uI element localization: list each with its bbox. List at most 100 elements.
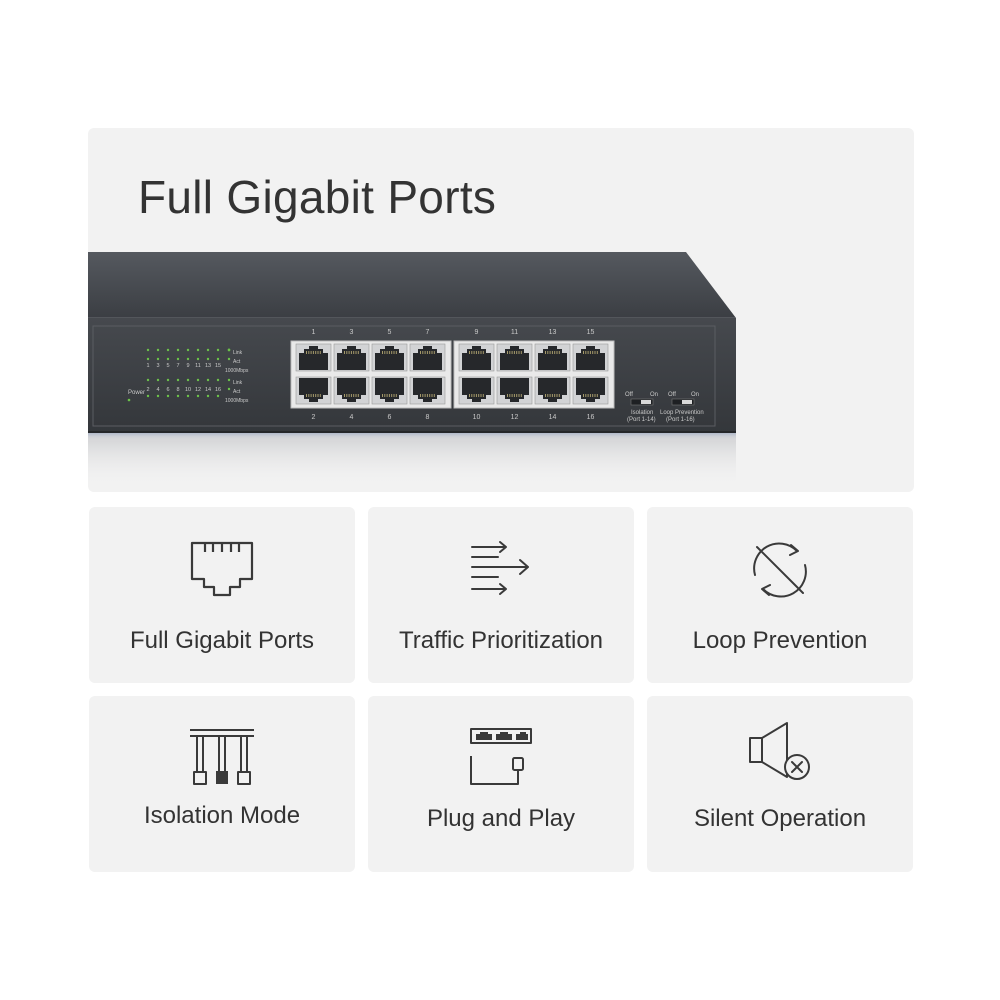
status-led [166, 394, 170, 398]
switch-top [88, 252, 736, 318]
status-led [196, 357, 200, 361]
port-number-label: 16 [587, 414, 595, 421]
led-number-label: 1 [146, 363, 149, 369]
status-led [146, 357, 150, 361]
ethernet-port [534, 343, 571, 372]
status-led [176, 394, 180, 398]
led-number-label: 9 [186, 363, 189, 369]
status-led [196, 378, 200, 382]
legend-led [227, 348, 231, 352]
svg-text:Isolation: Isolation [631, 410, 653, 416]
power-led [127, 398, 131, 402]
feature-label: Plug and Play [426, 805, 576, 832]
traffic-arrows-icon [471, 541, 529, 595]
led-number-label: 8 [176, 387, 179, 393]
port-number-label: 9 [475, 329, 479, 336]
port-number-label: 2 [312, 414, 316, 421]
status-led [216, 394, 220, 398]
status-led [196, 348, 200, 352]
port-number-label: 6 [388, 414, 392, 421]
status-led [186, 378, 190, 382]
led-number-label: 2 [146, 387, 149, 393]
status-led [216, 348, 220, 352]
feature-label: Full Gigabit Ports [129, 627, 315, 654]
led-number-label: 12 [195, 387, 201, 393]
ethernet-port [572, 376, 609, 405]
led-number-label: 13 [205, 363, 211, 369]
port-number-label: 3 [350, 329, 354, 336]
port-number-label: 12 [511, 414, 519, 421]
status-led [216, 378, 220, 382]
switch-front-panel [92, 325, 716, 427]
status-led [166, 357, 170, 361]
svg-text:Off: Off [625, 392, 633, 398]
status-led [186, 357, 190, 361]
led-number-label: 10 [185, 387, 191, 393]
speed-label-bottom: 1000Mbps [225, 398, 249, 404]
status-led [166, 378, 170, 382]
ethernet-port [409, 343, 446, 372]
ethernet-port [333, 376, 370, 405]
status-led [196, 394, 200, 398]
led-number-label: 14 [205, 387, 211, 393]
port-number-label: 10 [473, 414, 481, 421]
feature-tile-full-gigabit-ports: Full Gigabit Ports [89, 507, 355, 683]
led-number-label: 11 [195, 363, 201, 369]
status-led [156, 378, 160, 382]
ethernet-port [496, 376, 533, 405]
ethernet-port-icon [190, 541, 254, 597]
ethernet-port [409, 376, 446, 405]
status-led [176, 357, 180, 361]
ethernet-port [333, 343, 370, 372]
status-led [186, 348, 190, 352]
plug-and-play-icon [470, 728, 532, 785]
ethernet-port [534, 376, 571, 405]
status-led [176, 348, 180, 352]
port-number-label: 8 [426, 414, 430, 421]
hero-title: Full Gigabit Ports [138, 171, 497, 223]
legend-led [227, 387, 231, 391]
svg-text:On: On [650, 392, 658, 398]
legend-led [227, 357, 231, 361]
ethernet-ports [295, 343, 609, 405]
port-number-label: 5 [388, 329, 392, 336]
hero-panel: Full Gigabit Ports [88, 128, 914, 492]
status-led [176, 378, 180, 382]
act-label: Act [233, 359, 241, 365]
ethernet-port [458, 343, 495, 372]
ethernet-port [371, 343, 408, 372]
port-number-label: 11 [511, 329, 518, 336]
switch-reflection-edge [88, 431, 736, 441]
led-number-label: 15 [215, 363, 221, 369]
status-led [146, 348, 150, 352]
status-led [156, 357, 160, 361]
svg-text:Off: Off [668, 392, 676, 398]
status-led [146, 378, 150, 382]
ethernet-port [572, 343, 609, 372]
port-number-label: 14 [549, 414, 557, 421]
isolation-mode-icon [190, 729, 254, 785]
feature-tile-loop-prevention: Loop Prevention [647, 507, 913, 683]
port-number-label: 7 [426, 329, 430, 336]
ethernet-port [295, 343, 332, 372]
switch-reflection [88, 433, 736, 488]
svg-text:On: On [691, 392, 699, 398]
feature-tile-traffic-prioritization: Traffic Prioritization [368, 507, 634, 683]
led-number-label: 7 [176, 363, 179, 369]
legend-led [227, 378, 231, 382]
status-led [206, 378, 210, 382]
ethernet-port [458, 376, 495, 405]
svg-text:(Port 1-14): (Port 1-14) [627, 417, 656, 423]
status-led [156, 348, 160, 352]
ethernet-port [496, 343, 533, 372]
status-led [156, 394, 160, 398]
status-led [206, 394, 210, 398]
status-led [206, 348, 210, 352]
feature-label: Isolation Mode [143, 802, 301, 829]
led-number-label: 4 [156, 387, 159, 393]
isolation-switch: Off On Isolation (Port 1-14) [625, 392, 658, 423]
link-label-2: Link [233, 380, 243, 386]
